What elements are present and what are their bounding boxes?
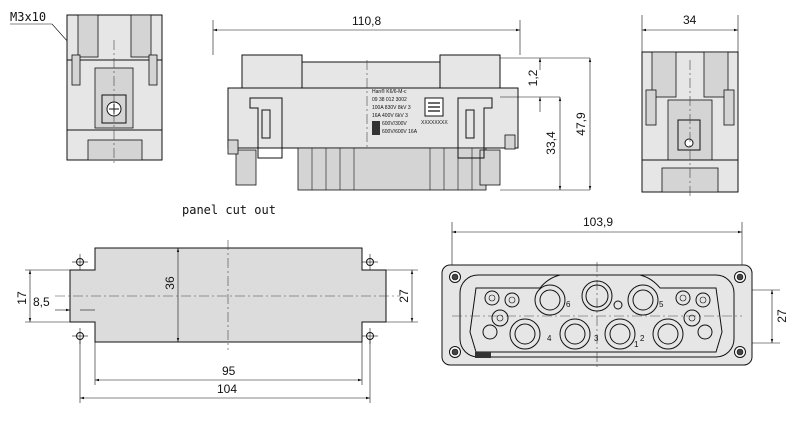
- dim-end-width: 34: [683, 13, 697, 27]
- mounting-hole-marks: [72, 254, 378, 344]
- label-rating-1: 100A 830V 8kV 3: [372, 105, 411, 111]
- label-rating-2: 16A 400V 6kV 3: [372, 113, 408, 119]
- label-rating-4: 600V/600V 16A: [382, 129, 418, 135]
- dim-cutout-17: 17: [15, 291, 29, 305]
- pin-number: 4: [547, 334, 552, 343]
- label-rating-3: 600V/300V: [382, 121, 407, 127]
- panel-cut-out-title: panel cut out: [182, 203, 276, 217]
- screw-icon: [449, 271, 461, 283]
- left-end-view: M3x10: [10, 10, 163, 165]
- side-view: 110,8 Han® K6/6-M-c 09 38 012 3002 100A …: [212, 14, 592, 191]
- pin-number: 2: [640, 334, 645, 343]
- panel-cutout-view: panel cut out 36 27 17 8,5 95: [15, 203, 418, 403]
- screw-icon: [734, 271, 746, 283]
- pin-number: 3: [594, 334, 599, 343]
- screw-icon: [734, 346, 746, 358]
- pin-number: 6: [566, 300, 571, 309]
- dim-cutout-height: 36: [163, 276, 177, 290]
- pin-number-labels: 1 2 3 4 5 6: [547, 300, 664, 349]
- label-code: XXXXXXXX: [421, 120, 448, 126]
- screw-icon: [449, 346, 461, 358]
- pin-number: 5: [659, 300, 664, 309]
- dim-cutout-offset: 8,5: [33, 295, 50, 309]
- dim-mid-height: 33,4: [544, 131, 558, 155]
- dim-cutout-width-inner: 95: [222, 364, 236, 378]
- dim-face-width: 103,9: [583, 215, 613, 229]
- aux-contacts: [482, 290, 713, 340]
- dim-side-width: 110,8: [352, 14, 381, 28]
- cert-marks-icon: [372, 121, 380, 135]
- dim-small-height: 1,2: [526, 69, 540, 86]
- dim-cutout-height-right: 27: [397, 289, 411, 303]
- pe-marking-icon: [475, 352, 491, 358]
- right-end-view: 34: [641, 13, 739, 198]
- dim-cutout-width-outer: 104: [217, 382, 237, 396]
- label-brand: Han® K6/6-M-c: [372, 88, 407, 95]
- dim-total-height: 47,9: [574, 112, 588, 136]
- screw-callout-label: M3x10: [10, 10, 46, 24]
- dim-face-height: 27: [775, 309, 789, 323]
- face-view: 103,9: [441, 215, 789, 368]
- contact-pins: [509, 280, 684, 350]
- pin-number: 1: [634, 340, 639, 349]
- label-part-no: 09 38 012 3002: [372, 97, 407, 103]
